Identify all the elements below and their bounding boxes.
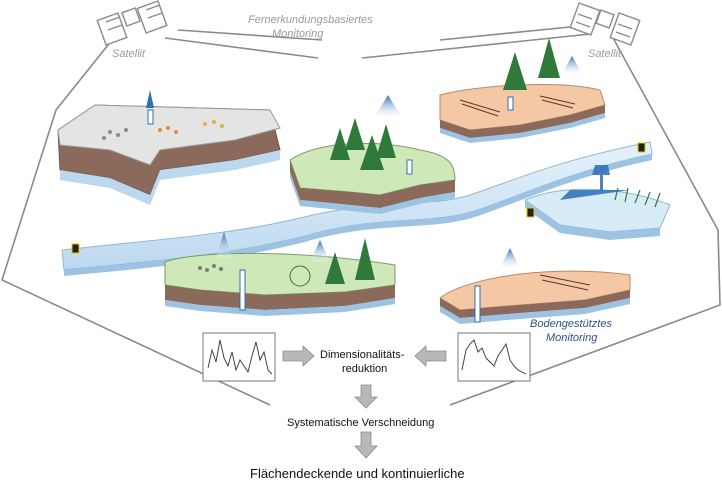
dimensionality-reduction-line2: reduktion	[342, 362, 388, 376]
satellite-left-label: Satellit	[112, 48, 146, 60]
systematic-intersection: Systematische Verschneidung	[287, 416, 435, 430]
timeseries-chart-left	[202, 332, 276, 382]
frame-lines	[1, 25, 721, 406]
ground-monitoring-line2: Monitoring	[546, 332, 598, 344]
island-urban	[57, 90, 281, 205]
ground-monitoring-line1: Bodengestütztes	[530, 318, 612, 330]
arrow-left-icon	[414, 345, 447, 367]
timeseries-chart-right	[457, 332, 531, 382]
island-forest	[289, 95, 456, 214]
river	[61, 141, 653, 276]
satellite-right-label: Satellit	[588, 48, 622, 60]
island-agriculture-bottom	[439, 248, 631, 324]
arrow-down-icon-2	[354, 431, 378, 459]
arrow-right-icon	[282, 345, 315, 367]
flow-arrows	[282, 345, 447, 459]
result-text: Flächendeckende und kontinuierliche	[250, 466, 465, 481]
island-wetland	[523, 165, 671, 240]
remote-sensing-title-line2: Monitoring	[272, 28, 324, 40]
arrow-down-icon	[354, 384, 378, 409]
dimensionality-reduction-line1: Dimensionalitäts-	[320, 348, 405, 362]
satellite-right-icon	[569, 2, 641, 46]
island-agriculture-top	[439, 38, 606, 143]
remote-sensing-title-line1: Fernerkundungsbasiertes	[248, 14, 373, 26]
island-grassland	[164, 232, 396, 316]
satellite-left-icon	[96, 0, 168, 46]
